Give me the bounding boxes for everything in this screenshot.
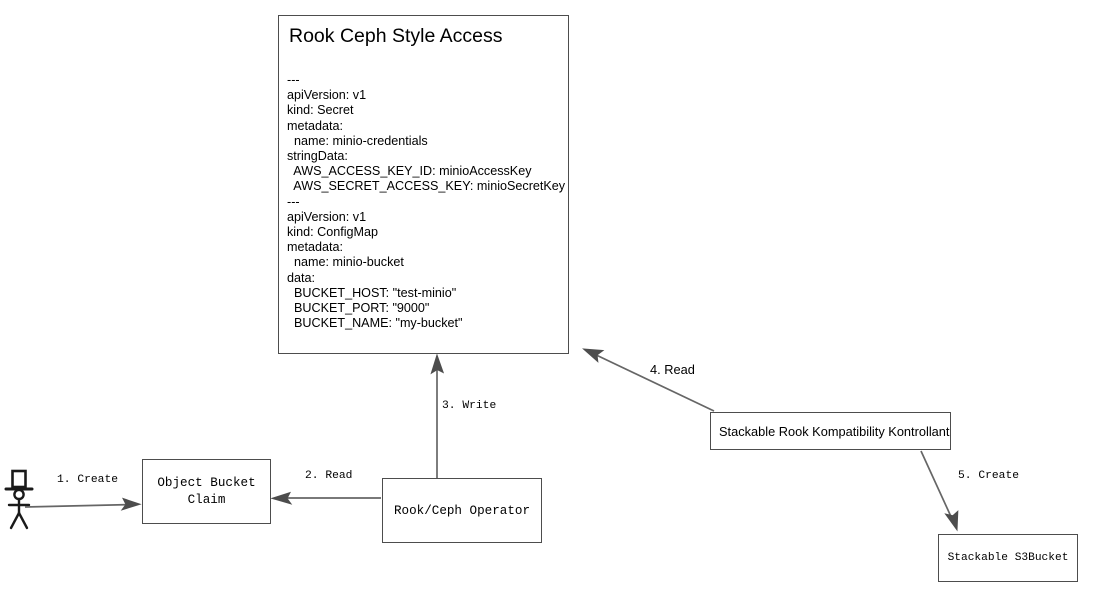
edge-4-read [582, 348, 715, 412]
edge-3-write [430, 353, 445, 478]
node-object-bucket-claim[interactable]: Object Bucket Claim [142, 459, 271, 524]
actor-stick-figure [4, 469, 34, 530]
yaml-card-body: --- apiVersion: v1 kind: Secret metadata… [287, 73, 566, 331]
edge-label-3-write: 3. Write [442, 400, 497, 412]
edge-label-5-create: 5. Create [958, 470, 1020, 482]
object-bucket-claim-label: Object Bucket Claim [157, 475, 256, 507]
node-rook-ceph-operator[interactable]: Rook/Ceph Operator [382, 478, 542, 543]
edge-label-4-read: 4. Read [650, 362, 695, 377]
edge-5-create [920, 450, 959, 532]
node-stackable-rook-kompatibility-kontrollant[interactable]: Stackable Rook Kompatibility Kontrollant [710, 412, 951, 450]
node-stackable-s3bucket[interactable]: Stackable S3Bucket [938, 534, 1078, 582]
rook-ceph-operator-label: Rook/Ceph Operator [393, 503, 531, 518]
stackable-s3bucket-label: Stackable S3Bucket [947, 552, 1069, 564]
edge-label-2-read: 2. Read [305, 470, 353, 482]
node-rook-ceph-style-access[interactable]: Rook Ceph Style Access --- apiVersion: v… [278, 15, 569, 354]
edge-label-1-create: 1. Create [57, 474, 119, 486]
kontrollant-label: Stackable Rook Kompatibility Kontrollant [719, 423, 950, 439]
edge-1-create [24, 497, 142, 511]
edge-2-read [270, 491, 381, 505]
yaml-card-title: Rook Ceph Style Access [289, 25, 503, 47]
